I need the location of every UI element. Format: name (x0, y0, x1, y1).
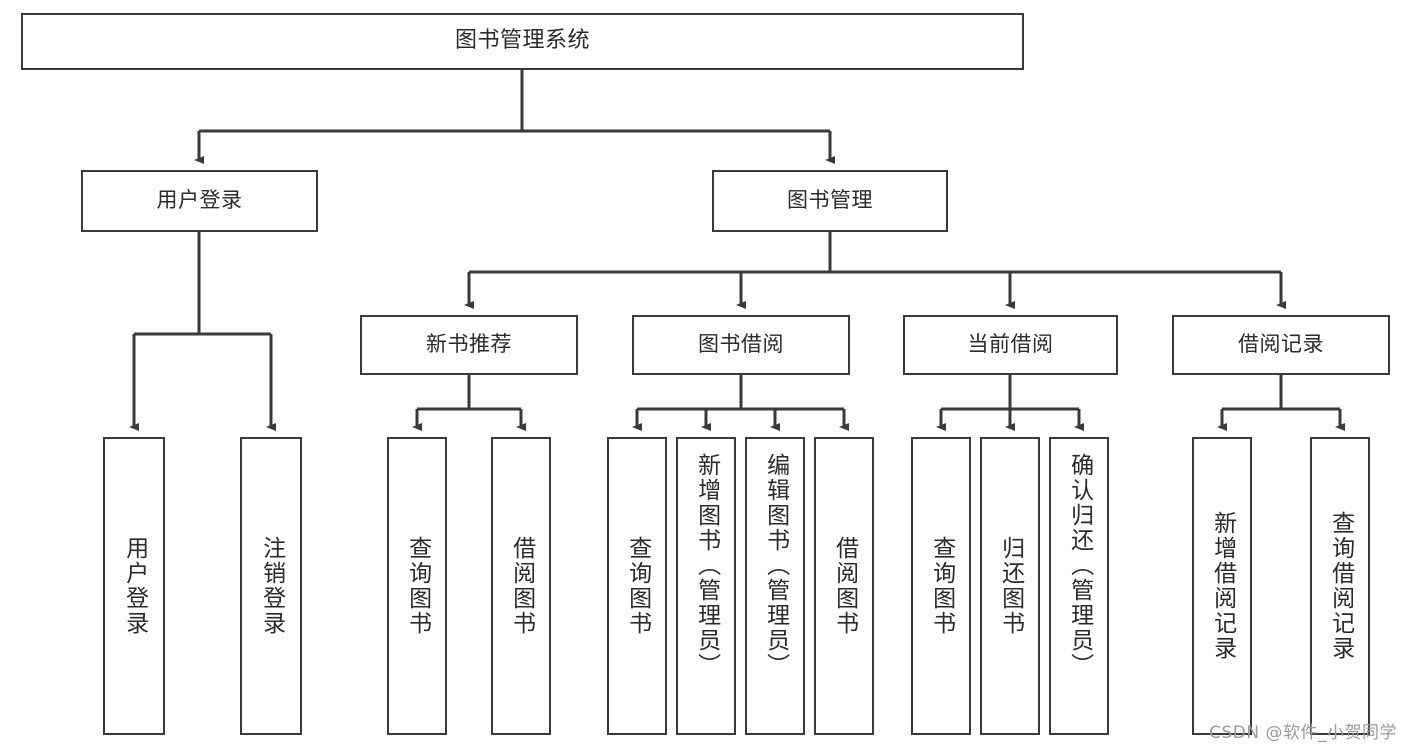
node-label: 新增图书（管理员） (693, 453, 720, 678)
leaf-query-book-current: 查询图书 (911, 437, 971, 735)
leaf-query-borrow-record: 查询借阅记录 (1310, 437, 1370, 735)
node-label: 借阅图书 (831, 536, 858, 636)
node-label: 查询借阅记录 (1327, 511, 1354, 661)
node-label: 图书管理系统 (454, 28, 590, 54)
node-label: 新增借阅记录 (1209, 511, 1236, 661)
leaf-confirm-return-admin: 确认归还（管理员） (1049, 437, 1109, 735)
node-label: 归还图书 (997, 536, 1024, 636)
leaf-logout: 注销登录 (240, 437, 302, 735)
node-label: 查询图书 (624, 536, 651, 636)
leaf-borrow-book-newbook: 借阅图书 (491, 437, 551, 735)
leaf-borrow-book-borrow: 借阅图书 (814, 437, 874, 735)
node-label: 新书推荐 (426, 332, 512, 357)
node-label: 借阅图书 (508, 536, 535, 636)
node-borrow-record: 借阅记录 (1172, 315, 1390, 375)
node-book-management: 图书管理 (712, 170, 948, 232)
watermark-text: CSDN @软件_小贺同学 (1209, 723, 1397, 743)
node-label: 确认归还（管理员） (1066, 453, 1093, 678)
node-current-borrow: 当前借阅 (903, 315, 1118, 375)
node-label: 借阅记录 (1238, 332, 1324, 357)
leaf-query-book-newbook: 查询图书 (387, 437, 447, 735)
node-label: 查询图书 (928, 536, 955, 636)
leaf-query-book-borrow: 查询图书 (607, 437, 667, 735)
node-label: 编辑图书（管理员） (762, 453, 789, 678)
node-label: 用户登录 (156, 188, 243, 213)
node-label: 注销登录 (258, 536, 285, 636)
leaf-add-book-admin: 新增图书（管理员） (676, 437, 736, 735)
leaf-edit-book-admin: 编辑图书（管理员） (745, 437, 805, 735)
node-new-book-recommend: 新书推荐 (360, 315, 578, 375)
node-label: 图书借阅 (698, 332, 784, 357)
leaf-add-borrow-record: 新增借阅记录 (1192, 437, 1252, 735)
node-user-login: 用户登录 (81, 170, 318, 232)
node-label: 查询图书 (404, 536, 431, 636)
node-label: 图书管理 (787, 188, 873, 213)
node-label: 当前借阅 (967, 332, 1054, 357)
leaf-return-book: 归还图书 (980, 437, 1040, 735)
node-book-borrow: 图书借阅 (632, 315, 850, 375)
node-label: 用户登录 (121, 536, 148, 636)
node-root-system: 图书管理系统 (21, 13, 1024, 70)
leaf-user-login: 用户登录 (103, 437, 165, 735)
